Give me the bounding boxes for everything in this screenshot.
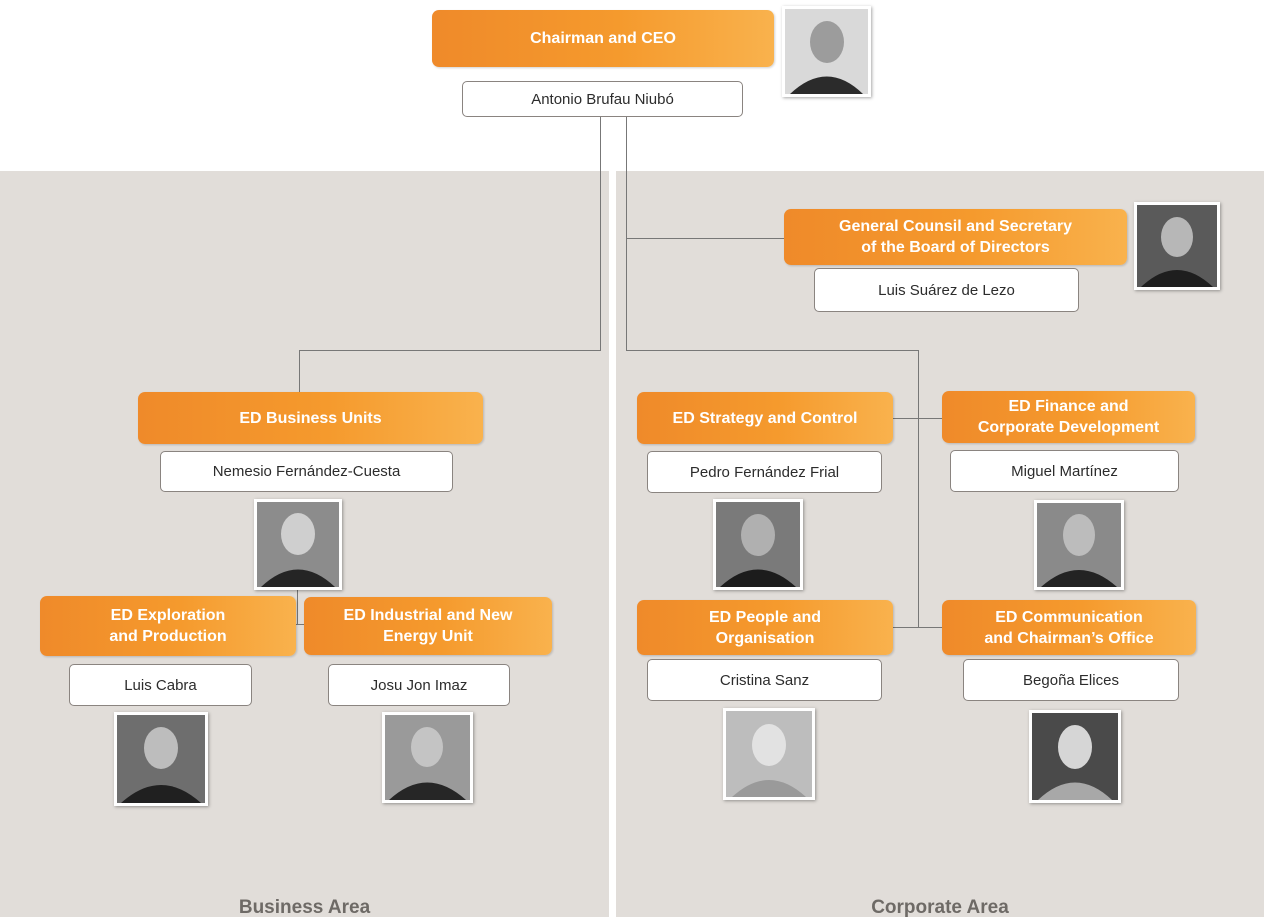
industrial-photo: [382, 712, 473, 803]
general-counsel-photo: [1134, 202, 1220, 290]
general-counsel-title-line-1: General Counsil and Secretary: [839, 218, 1072, 235]
connector-line: [299, 350, 300, 392]
connector-line: [893, 418, 942, 419]
connector-line: [626, 350, 919, 351]
strategy-title-text: ED Strategy and Control: [672, 409, 858, 427]
exploration-title: ED Exploration and Production: [40, 596, 296, 656]
business-units-photo: [254, 499, 342, 590]
business-units-title-text: ED Business Units: [239, 409, 382, 427]
connector-line: [893, 627, 942, 628]
business-units-title: ED Business Units: [138, 392, 483, 444]
people-name: Cristina Sanz: [647, 659, 882, 701]
chairman-ceo-title: Chairman and CEO: [432, 10, 774, 67]
connector-line: [299, 350, 601, 351]
chairman-ceo-photo: [782, 6, 871, 97]
finance-title: ED Finance and Corporate Development: [942, 391, 1195, 443]
connector-line: [918, 350, 919, 628]
exploration-title-line-1: ED Exploration: [110, 607, 226, 624]
chairman-ceo-title-text: Chairman and CEO: [530, 30, 676, 47]
strategy-photo: [713, 499, 803, 590]
industrial-title: ED Industrial and New Energy Unit: [304, 597, 552, 655]
general-counsel-title: General Counsil and Secretary of the Boa…: [784, 209, 1127, 265]
finance-photo: [1034, 500, 1124, 590]
business-units-name: Nemesio Fernández-Cuesta: [160, 451, 453, 492]
corporate-area-label: Corporate Area: [871, 897, 1009, 918]
communication-title: ED Communication and Chairman’s Office: [942, 600, 1196, 655]
finance-title-line-2: Corporate Development: [977, 419, 1160, 436]
exploration-title-line-2: and Production: [109, 628, 227, 645]
industrial-title-line-1: ED Industrial and New: [343, 607, 513, 624]
finance-title-line-1: ED Finance and: [1008, 398, 1129, 415]
communication-name: Begoña Elices: [963, 659, 1179, 701]
chairman-ceo-name: Antonio Brufau Niubó: [462, 81, 743, 117]
people-photo: [723, 708, 815, 800]
exploration-name: Luis Cabra: [69, 664, 252, 706]
connector-line: [626, 238, 784, 239]
strategy-name: Pedro Fernández Frial: [647, 451, 882, 493]
general-counsel-title-line-2: of the Board of Directors: [861, 239, 1050, 256]
finance-name: Miguel Martínez: [950, 450, 1179, 492]
industrial-title-line-2: Energy Unit: [383, 628, 473, 645]
exploration-photo: [114, 712, 208, 806]
people-title: ED People and Organisation: [637, 600, 893, 655]
communication-title-line-1: ED Communication: [995, 608, 1143, 626]
people-title-line-2: Organisation: [715, 629, 815, 647]
general-counsel-name: Luis Suárez de Lezo: [814, 268, 1079, 312]
communication-title-line-2: and Chairman’s Office: [984, 629, 1154, 647]
connector-line: [297, 589, 298, 625]
communication-photo: [1029, 710, 1121, 803]
people-title-line-1: ED People and: [708, 608, 822, 626]
business-area-label: Business Area: [238, 897, 371, 918]
industrial-name: Josu Jon Imaz: [328, 664, 510, 706]
connector-line: [626, 117, 627, 351]
strategy-title: ED Strategy and Control: [637, 392, 893, 444]
connector-line: [600, 117, 601, 351]
